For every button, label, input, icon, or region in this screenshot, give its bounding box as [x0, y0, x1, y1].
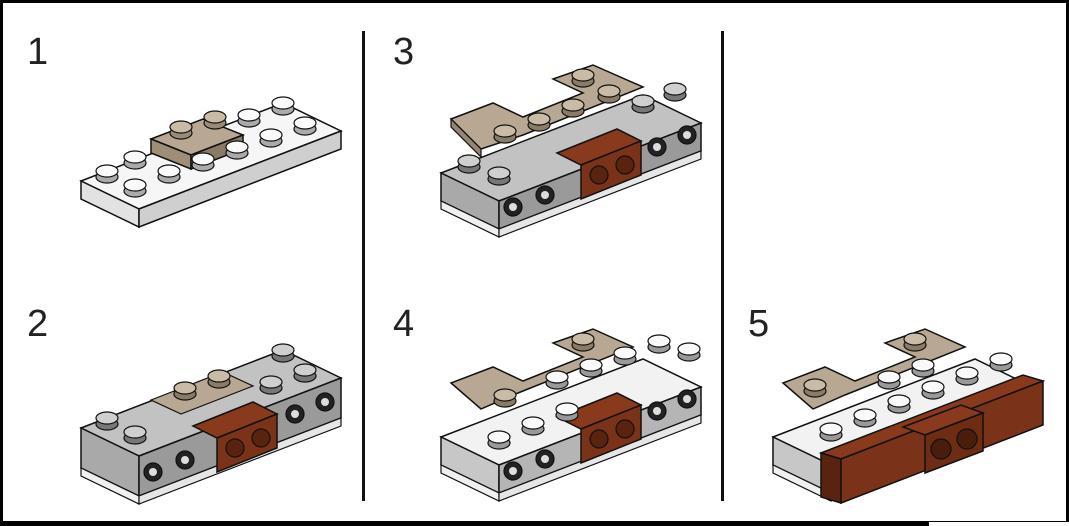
step-4-illustration	[433, 325, 713, 505]
step-number-4: 4	[393, 305, 414, 343]
step-number-1: 1	[27, 33, 48, 71]
frame-corner-gap	[929, 522, 1069, 526]
step-2-illustration	[73, 338, 353, 508]
column-divider-right	[721, 31, 724, 501]
step-number-2: 2	[27, 305, 48, 343]
step-number-3: 3	[393, 33, 414, 71]
step-5-illustration	[765, 325, 1050, 507]
step-1-illustration	[73, 91, 353, 241]
column-divider-left	[362, 31, 365, 501]
step-3-illustration	[433, 61, 713, 241]
